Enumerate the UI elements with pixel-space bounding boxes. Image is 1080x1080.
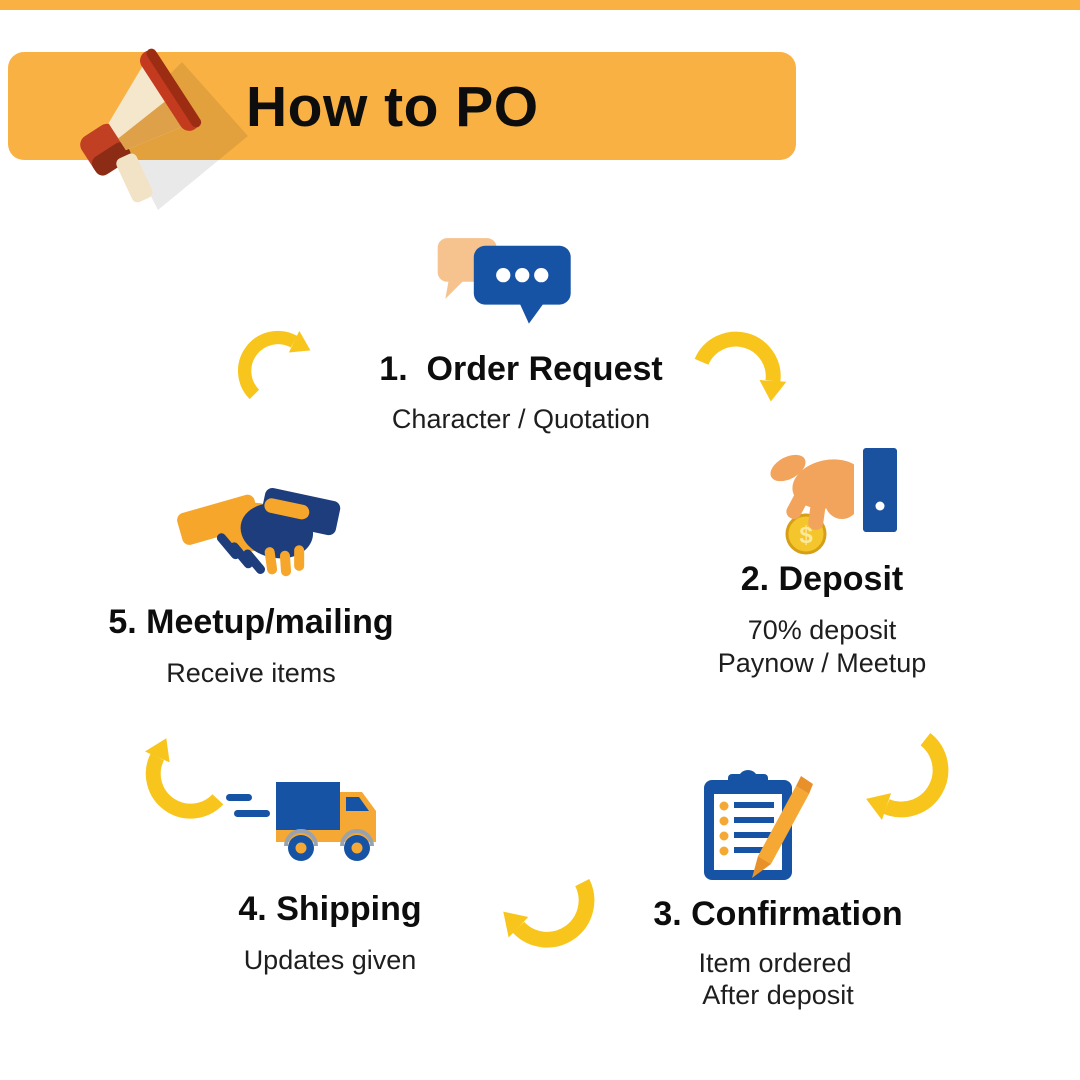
- arrow-step3-to-step4: [503, 879, 595, 948]
- coin-dollar-glyph: $: [799, 522, 813, 549]
- top-accent-strip: [0, 0, 1080, 10]
- step4-subtitle: Updates given: [243, 945, 417, 975]
- arrow-step2-to-step3: [866, 732, 949, 821]
- step2-subtitle-1: 70% deposit: [747, 615, 897, 645]
- step2-title: 2. Deposit: [740, 560, 904, 598]
- arrow-step5-to-step1: [238, 330, 311, 400]
- delivery-truck-icon: [226, 782, 376, 861]
- handshake-icon: [177, 488, 341, 577]
- step5-subtitle: Receive items: [166, 658, 336, 688]
- page-title: How to PO: [246, 75, 539, 139]
- arrow-step1-to-step2: [694, 331, 787, 402]
- step1-subtitle: Character / Quotation: [391, 404, 651, 434]
- hand-coin-icon: $: [770, 448, 897, 555]
- clipboard-pen-icon: [704, 770, 813, 880]
- megaphone-icon: [80, 48, 248, 210]
- arrow-step4-to-step5: [144, 738, 224, 819]
- step3-title: 3. Confirmation: [653, 895, 903, 933]
- step4-title: 4. Shipping: [238, 890, 422, 928]
- chat-bubbles-icon: [437, 238, 571, 324]
- step3-subtitle-1: Item ordered: [698, 948, 852, 978]
- step5-title: 5. Meetup/mailing: [108, 603, 394, 641]
- step3-subtitle-2: After deposit: [702, 980, 854, 1010]
- step2-subtitle-2: Paynow / Meetup: [717, 648, 927, 678]
- step1-title: 1. Order Request: [379, 350, 663, 388]
